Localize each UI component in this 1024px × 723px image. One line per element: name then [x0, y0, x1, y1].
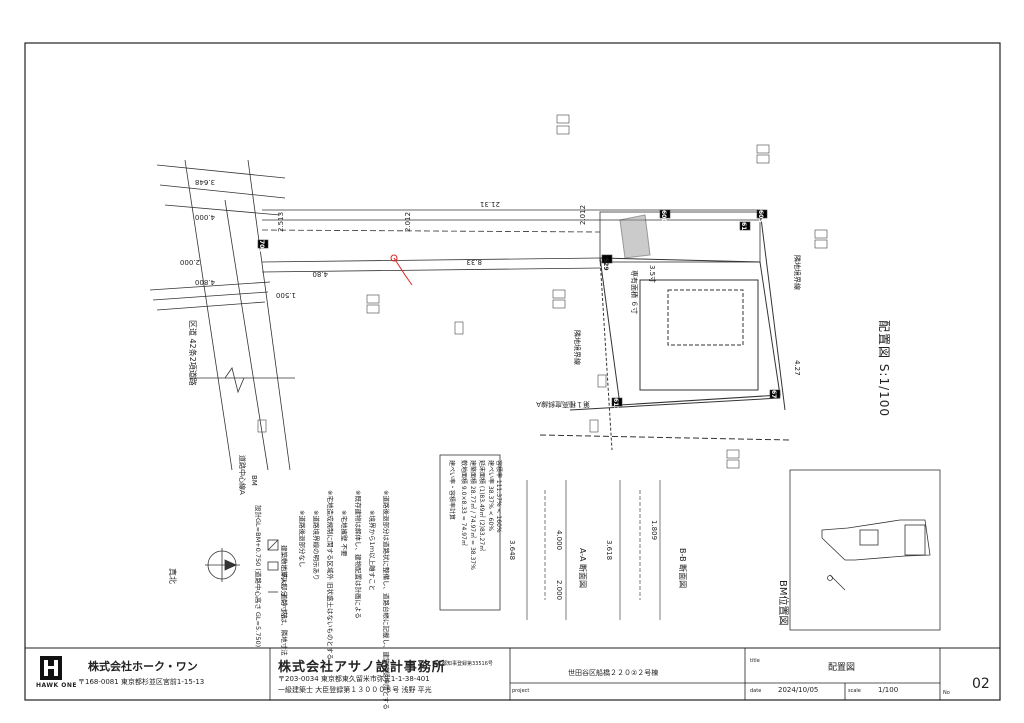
- label-dim-2000: 2.000: [180, 258, 200, 266]
- no-label: No: [943, 690, 950, 696]
- label-boundary-right: 隣地境界線: [793, 255, 802, 290]
- label-plan-427: 4.27: [793, 360, 801, 376]
- label-dim-4800: 4.800: [195, 278, 215, 286]
- label-house-note: 専有面積 ６寸: [630, 270, 639, 314]
- red-marker: [390, 254, 413, 286]
- legend-note-7: ※道路後退部分は道路状に整備し、道路台帳に記載し、建築確認申請とする: [382, 490, 391, 710]
- title-label: title: [750, 658, 760, 664]
- hawk-one-logo: [40, 656, 62, 680]
- label-pt-610: 610: [740, 222, 747, 235]
- client-address: 〒168-0081 東京都杉並区宮前1-15-13: [78, 678, 205, 686]
- label-road-mid: 8.33: [466, 258, 482, 266]
- label-sec-3648: 3.648: [508, 540, 516, 560]
- bm-title: BM位置図: [777, 580, 790, 626]
- calc-line-5: 容積率 111.37% < 160%: [495, 460, 503, 533]
- dimension-boxes: [257, 114, 828, 469]
- label-pt-705: 705: [258, 240, 265, 253]
- label-road-name: 区道 42条2項道路: [188, 320, 198, 386]
- access-road: [261, 209, 761, 273]
- sheet-number: 02: [972, 676, 990, 692]
- sheet-title: 配置図 S:1/100: [877, 320, 891, 417]
- calc-title: 建ぺい率・容積率計算: [448, 460, 456, 520]
- label-slope: 第１種高度斜線A: [536, 400, 590, 409]
- legend-gl-note: 設計GL=BM+0.750 (道路中心高さ GL=5.750): [254, 505, 263, 647]
- label-boundary: 隣地境界線: [573, 330, 582, 365]
- section-details: [526, 480, 661, 620]
- calc-line-1: 敷地面積 9.0×8.33 = 74.97㎡: [460, 460, 468, 546]
- legend-swatches: [267, 539, 279, 593]
- calc-line-3: 延床面積 (1)83.49㎡ (2)83.27㎡: [478, 460, 486, 551]
- label-dim-1809: 1.809: [650, 520, 658, 540]
- north-compass-icon: [205, 548, 240, 582]
- label-road-mid-2: 4.80: [312, 270, 328, 278]
- scale-label: scale: [848, 688, 861, 694]
- label-pt-600: 600: [660, 210, 667, 223]
- logo-text: HAWK ONE: [36, 682, 77, 689]
- legend-note-2: ※道路境界線の明示あり: [312, 510, 321, 580]
- date-value: 2024/10/05: [778, 686, 819, 694]
- calc-line-4: 建ぺい率 38.37% < 60%: [487, 460, 495, 531]
- legend-item-1: （ ）内は、隣地寸法: [280, 595, 289, 656]
- label-pt-676: 676: [770, 390, 777, 403]
- bm-location-inset: [789, 469, 941, 631]
- label-road-width: 2.012: [404, 212, 412, 232]
- legend-item-3: 建築敷地算入部分: [280, 545, 289, 598]
- project-name: 世田谷区船橋２２０②２号棟: [568, 669, 659, 677]
- label-road-width-2: 2.012: [579, 205, 587, 225]
- title-block-grid: [269, 648, 941, 700]
- calc-line-2: 建築面積 28.77㎡ / 74.97㎡ = 38.37%: [469, 460, 477, 570]
- designer-reg: 東京都知事登録第33516号: [432, 661, 493, 667]
- label-pt-617: 617: [612, 398, 619, 411]
- project-label: project: [512, 688, 530, 694]
- label-sec-2000: 2.000: [555, 580, 563, 600]
- label-road-center-a: 道路中心線A: [238, 455, 247, 495]
- calc-box: [439, 454, 501, 611]
- label-road-side: 2.513: [277, 212, 285, 232]
- title-value: 配置図: [828, 663, 856, 673]
- scale-value: 1/100: [878, 686, 899, 694]
- legend-note-6: ※境界から1ｍ以上離すこと: [368, 510, 377, 591]
- architect-info: 一級建築士 大臣登録第１３０００８号 浅野 平光: [278, 686, 432, 694]
- legend-note-5: ※既存建物は解体し、建物配置は計画による: [354, 490, 363, 619]
- label-pt-603: 603: [757, 210, 764, 223]
- sheet-border: [24, 42, 1001, 701]
- site-boundary: [539, 209, 791, 451]
- label-dim-1500: 1.500: [276, 291, 296, 299]
- designer-name: 株式会社アサノ設計事務所: [278, 660, 446, 675]
- label-dim-3648: 3.648: [195, 178, 215, 186]
- label-bm-marker: BM: [250, 475, 258, 486]
- designer-address: 〒203-0034 東京都東久留米市弥生1-1-38-401: [278, 675, 430, 683]
- legend-note-3: ※宅地造成規制に関する区域外 旧状盛土はないものとする: [326, 490, 335, 660]
- label-sec-4000: 4.000: [555, 530, 563, 550]
- label-height-note: 3.5寸: [648, 265, 657, 283]
- legend-note-1: ※道路後退部分なし: [298, 510, 307, 567]
- left-road: [149, 159, 295, 471]
- north-label: 真北: [168, 568, 178, 584]
- client-name: 株式会社ホーク・ワン: [88, 660, 198, 673]
- label-pt-529: 529: [602, 258, 609, 271]
- section-a-title: A-A 断面図: [578, 548, 588, 588]
- label-dim-4000: 4.000: [195, 213, 215, 221]
- label-top-road-dim: 21.31: [480, 200, 500, 208]
- label-dim-3618: 3.618: [605, 540, 613, 560]
- section-b-title: B-B 断面図: [678, 548, 688, 588]
- date-label: date: [750, 688, 762, 694]
- legend-item-2: □ 内は、道路寸法: [280, 565, 289, 619]
- legend-note-4: ※宅地擁壁 不要: [340, 510, 349, 557]
